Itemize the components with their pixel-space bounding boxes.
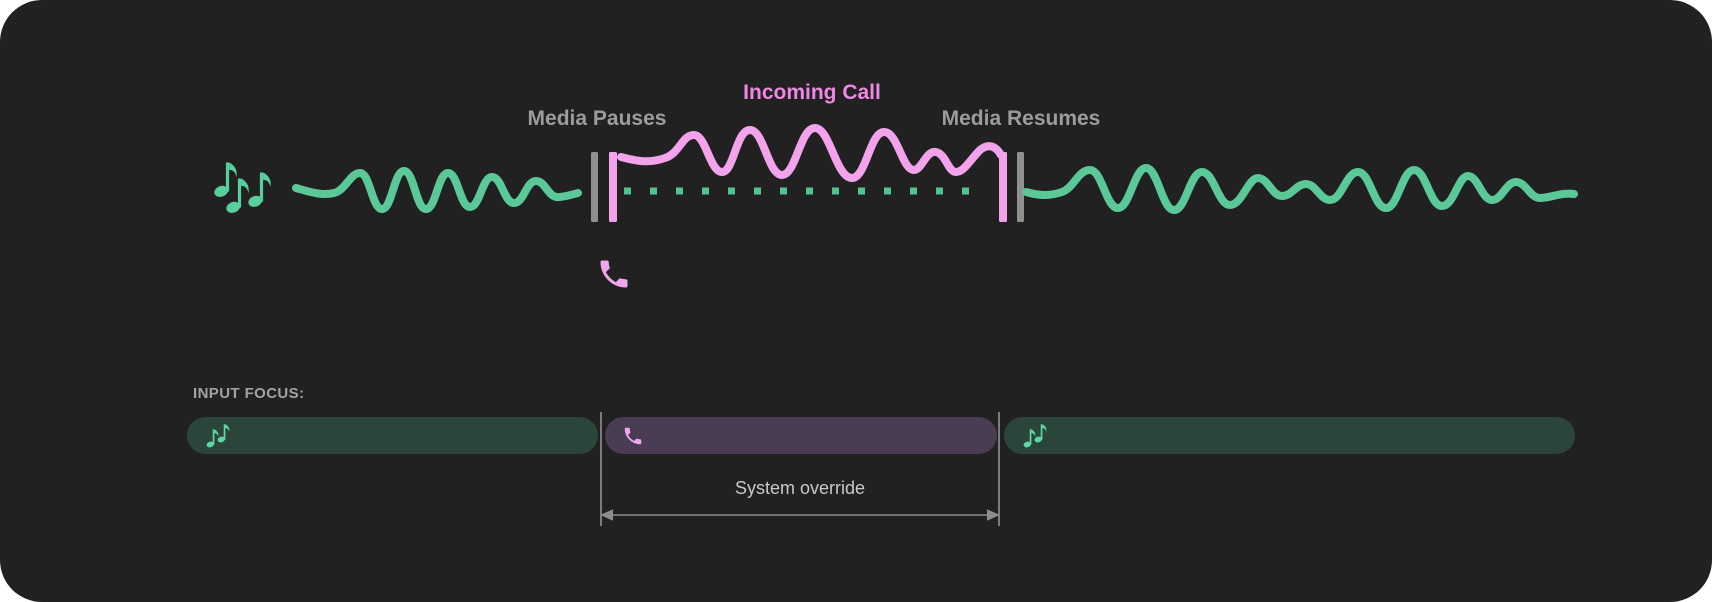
phone-icon <box>600 260 628 288</box>
phone-icon <box>624 427 642 444</box>
music-notes-icon <box>1023 423 1047 448</box>
music-notes-icon <box>213 162 271 214</box>
music-notes-icon <box>206 423 230 448</box>
override-guide-line-left <box>600 412 602 526</box>
override-guide-line-right <box>998 412 1000 526</box>
focus-segment-media-before <box>187 417 598 454</box>
media-wave-after <box>1022 163 1578 215</box>
focus-segment-call <box>605 417 997 454</box>
media-wave-before <box>292 166 582 214</box>
system-override-label: System override <box>734 478 866 498</box>
focus-segment-media-after <box>1004 417 1575 454</box>
media-resumes-label: Media Resumes <box>941 107 1101 130</box>
pause-bars-icon <box>591 152 617 222</box>
incoming-call-wave <box>617 123 1005 183</box>
input-focus-heading: INPUT FOCUS: <box>193 385 305 402</box>
timeline-illustration <box>213 123 1578 288</box>
incoming-call-label: Incoming Call <box>743 81 881 104</box>
resume-bars-icon <box>999 152 1024 222</box>
system-override-arrow <box>600 509 1000 521</box>
media-pauses-label: Media Pauses <box>527 107 667 130</box>
